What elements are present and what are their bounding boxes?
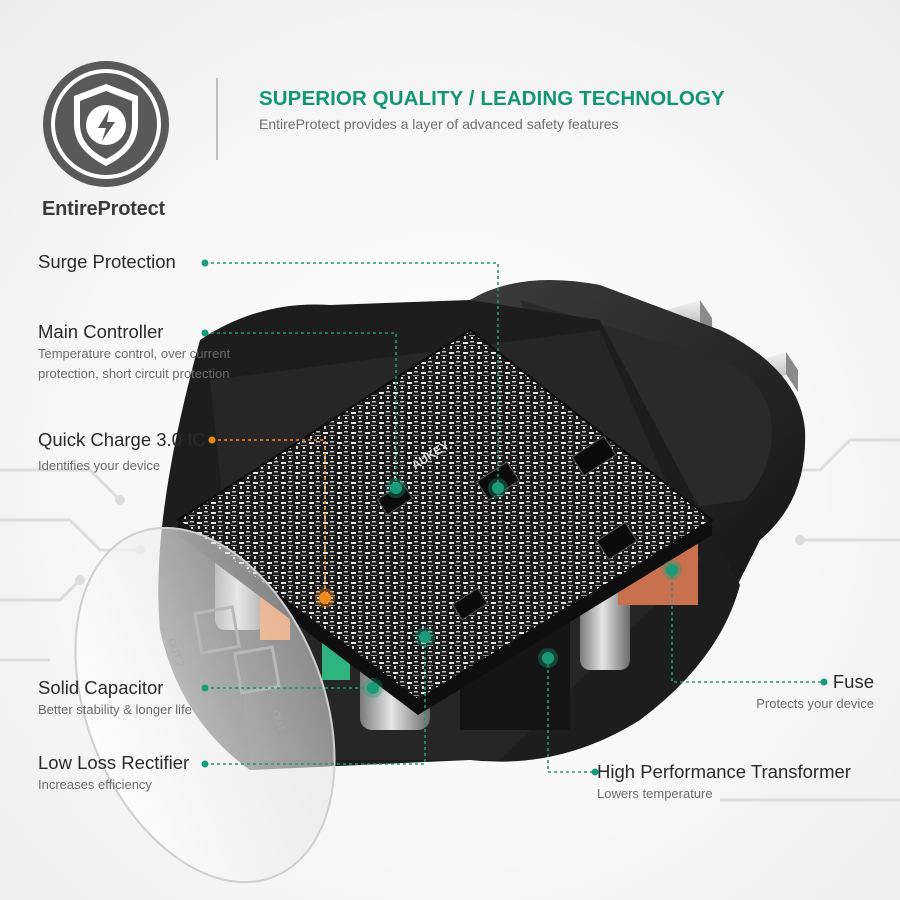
rectifier-title: Low Loss Rectifier	[38, 752, 190, 773]
main-controller-desc-1: Temperature control, over current	[38, 346, 231, 361]
subheadline: EntireProtect provides a layer of advanc…	[259, 116, 619, 132]
rectifier-desc: Increases efficiency	[38, 777, 152, 792]
header-divider	[216, 78, 218, 160]
front-faceplate: OUT 2 OUT	[74, 526, 336, 884]
transformer-desc: Lowers temperature	[597, 786, 713, 801]
quick-charge-title: Quick Charge 3.0 IC	[38, 429, 206, 450]
transformer-title: High Performance Transformer	[597, 761, 851, 782]
fuse-title: Fuse	[832, 671, 874, 692]
surge-protection-title: Surge Protection	[38, 251, 176, 272]
shield-lightning-icon	[43, 61, 169, 187]
headline: SUPERIOR QUALITY / LEADING TECHNOLOGY	[259, 87, 725, 110]
callout-lines	[205, 262, 824, 773]
fuse-desc: Protects your device	[756, 696, 874, 711]
quick-charge-desc: Identifies your device	[38, 458, 161, 473]
label-dots	[201, 259, 828, 776]
main-controller-title: Main Controller	[38, 321, 164, 342]
solid-capacitor-desc: Better stability & longer life	[38, 702, 192, 717]
solid-capacitor-title: Solid Capacitor	[38, 677, 164, 698]
brand-name: EntireProtect	[42, 198, 165, 220]
component-markers	[315, 478, 682, 698]
main-controller-desc-2: protection, short circuit protection	[38, 366, 230, 381]
entireprotect-badge	[40, 58, 172, 190]
